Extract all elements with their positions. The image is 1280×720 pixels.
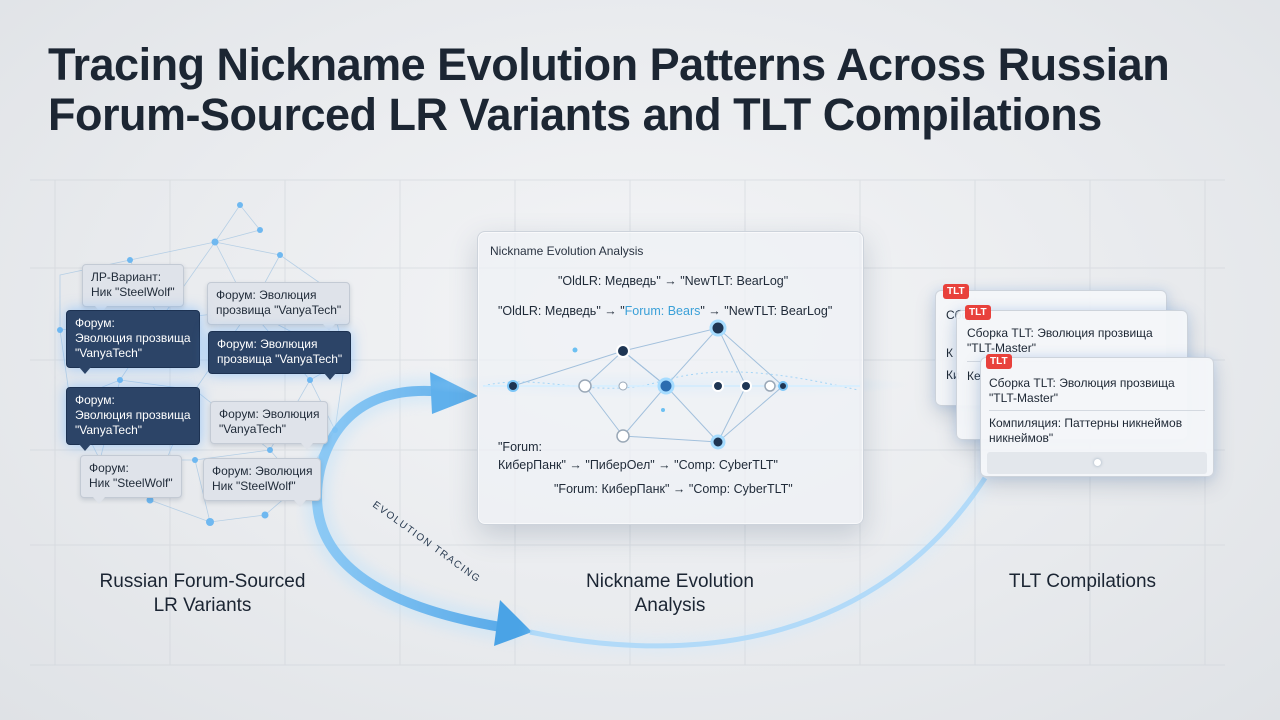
panel-line: "Forum:: [498, 440, 543, 454]
tlt-card-front: Сборка TLT: Эволюция прозвища"TLT-Master…: [980, 357, 1214, 477]
title-line-2: Forum-Sourced LR Variants and TLT Compil…: [48, 89, 1102, 140]
arrow-label: EVOLUTION TRACING: [370, 500, 482, 586]
forum-bubble: Форум:Ник "SteelWolf": [80, 455, 182, 504]
panel-line: "OldLR: Медведь" → "Forum: Bears" → "New…: [498, 304, 833, 318]
diagram-title: Tracing Nickname Evolution Patterns Acro…: [48, 40, 1228, 140]
tlt-badge: TLT: [965, 305, 991, 320]
analysis-panel: Nickname Evolution Analysis "OldLR: Медв…: [477, 231, 864, 525]
tlt-badge: TLT: [943, 284, 969, 299]
forum-bubble: Форум: Эволюция"VanyaTech": [210, 401, 329, 450]
panel-line: "OldLR: Медведь" → "NewTLT: BearLog": [558, 274, 789, 288]
forum-bubble-highlight: Форум:Эволюция прозвища"VanyaTech": [66, 310, 200, 374]
tlt-badge: TLT: [986, 354, 1012, 369]
caption-tlt-compilations: TLT Compilations: [1008, 571, 1157, 592]
panel-title: Nickname Evolution Analysis: [490, 244, 644, 258]
title-line-1: Tracing Nickname Evolution Patterns Acro…: [48, 39, 1170, 90]
panel-line: "Forum: КиберПанк" → "Comp: CyberTLT": [554, 482, 793, 496]
evolution-network: [482, 319, 860, 450]
panel-line: КиберПанк" → "ПиберОел" → "Comp: CyberTL…: [498, 458, 778, 472]
network-nodes: [507, 319, 788, 450]
lr-variant-bubble: ЛР-Вариант:Ник "SteelWolf": [82, 264, 184, 313]
forum-bubble-highlight: Форум:Эволюция прозвища"VanyaTech": [66, 387, 200, 451]
